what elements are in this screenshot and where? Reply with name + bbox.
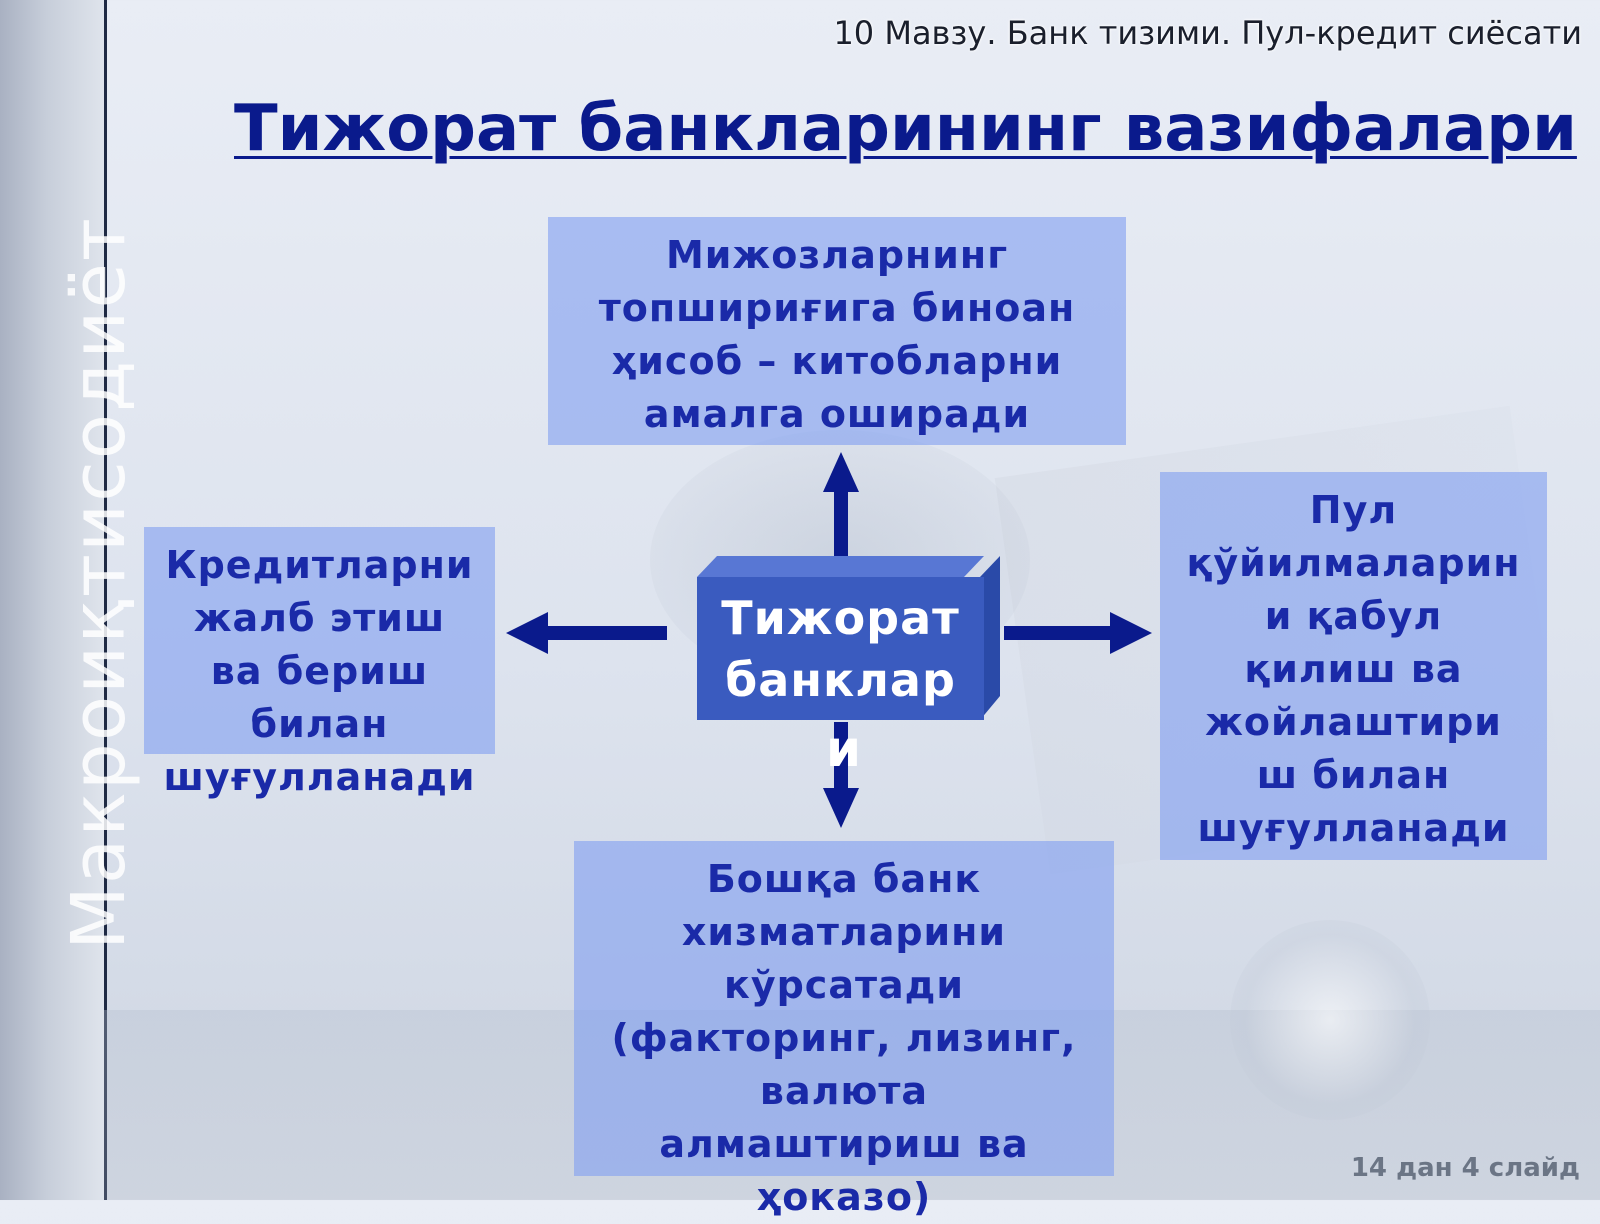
box-line: шуғулланади — [1197, 806, 1510, 850]
box-line: шуғулланади — [163, 755, 476, 799]
function-box-deposits: Пул қўйилмаларин и қабул қилиш ва жойлаш… — [1160, 472, 1547, 860]
box-line: ҳоказо) — [756, 1175, 932, 1219]
box-line: жалб этиш — [193, 596, 446, 640]
center-box-commercial-banks: Тижорат банклар — [697, 577, 984, 720]
arrow-up-head — [823, 452, 859, 492]
function-box-credits: Кредитларни жалб этиш ва бериш билан шуғ… — [144, 527, 495, 799]
box-line: ҳисоб – китобларни — [611, 339, 1063, 383]
box-line: амалга оширади — [643, 392, 1031, 436]
box-line: и қабул — [1264, 594, 1443, 638]
arrow-right-shaft — [1004, 626, 1114, 640]
box-line: алмаштириш ва — [659, 1122, 1029, 1166]
box-line: (факторинг, лизинг, — [611, 1016, 1077, 1060]
box-line: жойлаштири — [1205, 700, 1502, 744]
center-box-line: банклар — [725, 653, 956, 707]
box-line: билан — [250, 702, 389, 746]
box-line: Бошқа банк — [706, 857, 982, 901]
box-line: ва бериш — [210, 649, 429, 693]
sidebar-panel: Макроиқтисодиёт — [0, 0, 142, 1200]
box-line: ш билан — [1256, 753, 1451, 797]
arrow-left-head — [506, 612, 548, 654]
center-box-overflow-text: и — [826, 720, 862, 778]
function-box-settlements: Мижозларнинг топшириғига биноан ҳисоб – … — [548, 217, 1126, 445]
center-box-side-face — [980, 556, 1000, 720]
box-line: Мижозларнинг — [665, 233, 1009, 277]
function-box-other-services: Бошқа банк хизматларини кўрсатади (факто… — [574, 841, 1114, 1219]
box-line: қўйилмаларин — [1186, 541, 1521, 585]
arrow-right-head — [1110, 612, 1152, 654]
box-line: қилиш ва — [1244, 647, 1463, 691]
box-line: Пул — [1309, 488, 1398, 532]
slide-number: 14 дан 4 слайд — [1350, 1153, 1580, 1183]
box-line: топшириғига биноан — [598, 286, 1076, 330]
box-line: валюта — [759, 1069, 929, 1113]
arrow-up-shaft — [834, 488, 848, 558]
arrow-down-shaft — [834, 722, 848, 790]
box-line: Кредитларни — [165, 543, 474, 587]
center-box-line: Тижорат — [721, 591, 960, 645]
arrow-left-shaft — [544, 626, 667, 640]
slide-title: Тижорат банкларининг вазифалари — [234, 92, 1577, 166]
box-line: кўрсатади — [724, 963, 964, 1007]
arrow-down-head — [823, 788, 859, 828]
box-line: хизматларини — [681, 910, 1007, 954]
center-box-top-face — [697, 556, 984, 577]
header-topic: 10 Мавзу. Банк тизими. Пул-кредит сиёсат… — [833, 14, 1582, 52]
